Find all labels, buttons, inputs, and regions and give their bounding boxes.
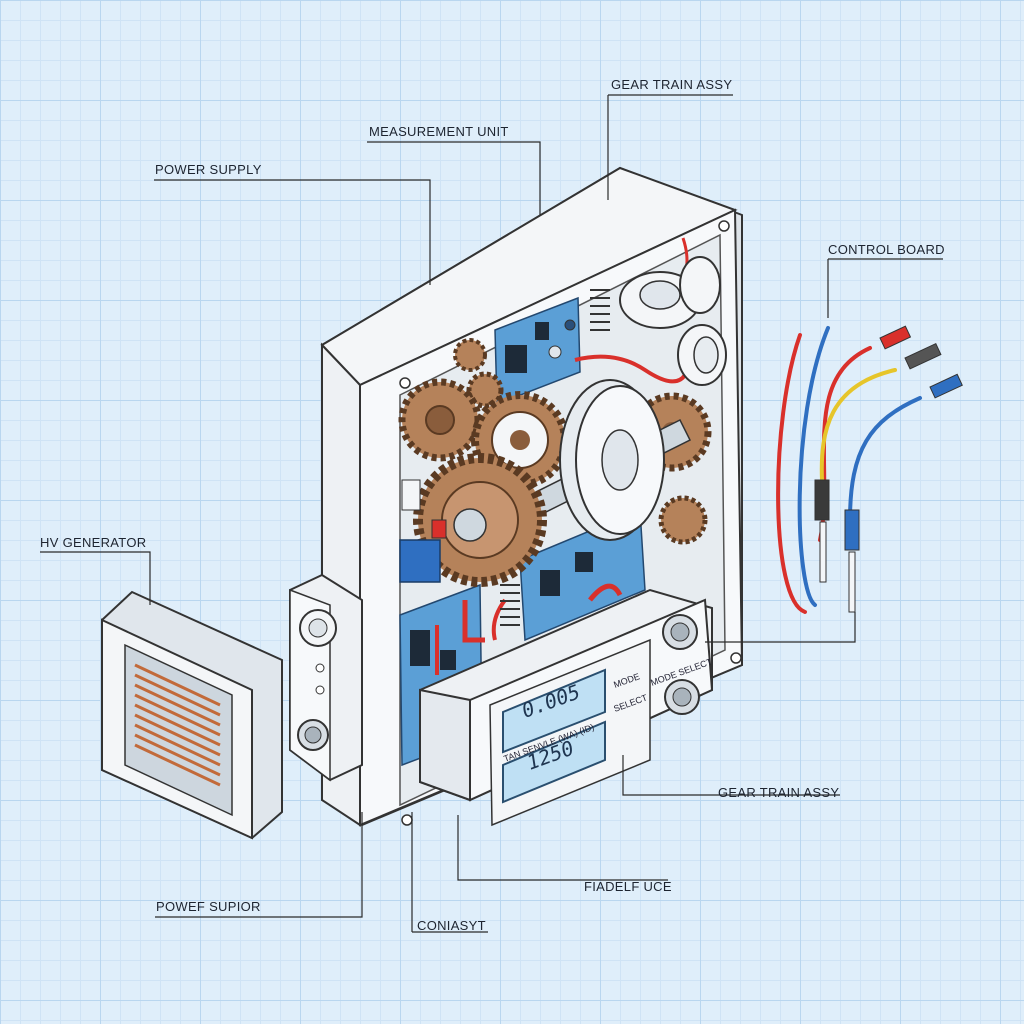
- screw-hole: [401, 814, 413, 826]
- label-gear-train-bottom: GEAR TRAIN ASSY: [718, 785, 840, 800]
- label-coniasyt: CONIASYT: [417, 918, 486, 933]
- pcb-top: [494, 296, 581, 406]
- probe-tips: [814, 325, 963, 613]
- motor-assembly: [399, 479, 447, 583]
- screw-hole: [399, 377, 411, 389]
- side-mount-plate: [289, 573, 363, 782]
- pulley-disc: [559, 379, 665, 541]
- label-hv-generator: HV GENERATOR: [40, 535, 147, 550]
- label-gear-train-top: GEAR TRAIN ASSY: [611, 77, 733, 92]
- gear-small-top: [453, 338, 487, 372]
- hv-generator: [101, 590, 283, 840]
- label-power-supply: POWER SUPPLY: [155, 162, 262, 177]
- leader-lines: [40, 94, 943, 933]
- label-fiadelf-uce: FIADELF UCE: [584, 879, 672, 894]
- spring: [500, 289, 610, 626]
- label-measurement-unit: MEASUREMENT UNIT: [369, 124, 509, 139]
- gear-left: [398, 378, 482, 462]
- gear-small-right: [658, 495, 708, 545]
- label-power-supior: POWEF SUPIOR: [156, 899, 261, 914]
- gear-large: [413, 453, 547, 587]
- screw-hole: [718, 220, 730, 232]
- copper-coil: [134, 663, 221, 787]
- label-control-board: CONTROL BOARD: [828, 242, 945, 257]
- measurement-head: [619, 256, 727, 386]
- lcd-bottom: [502, 720, 606, 804]
- meter-panel: [419, 588, 714, 827]
- lcd-top: [502, 668, 606, 754]
- screw-hole: [730, 652, 742, 664]
